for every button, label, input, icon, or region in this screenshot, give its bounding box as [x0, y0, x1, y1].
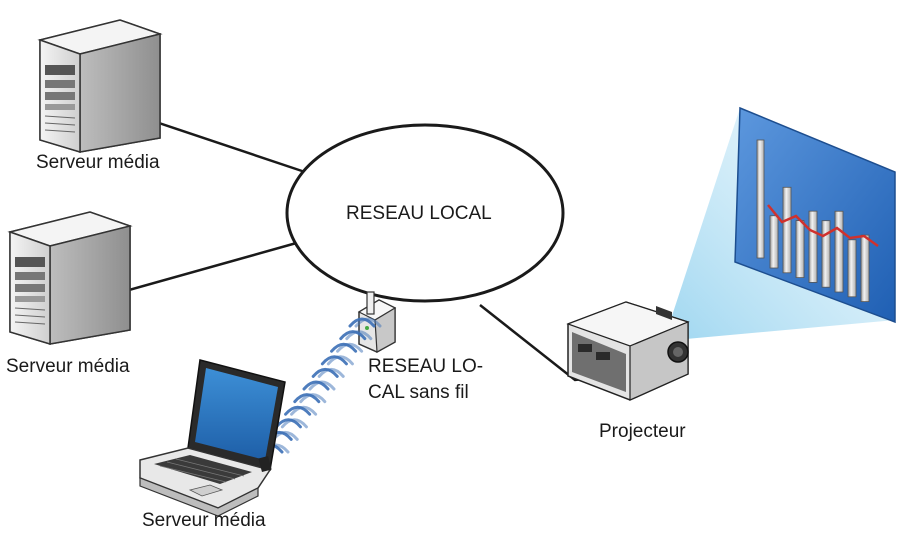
- server-2-icon: [7, 211, 133, 346]
- screen-bar: [808, 210, 818, 283]
- wireless-lan-label-line2: CAL sans fil: [368, 382, 469, 403]
- lan-label: RESEAU LOCAL: [346, 203, 492, 224]
- screen-bar: [834, 210, 844, 293]
- wireless-access-point-icon: [357, 291, 397, 353]
- lan-cloud: [285, 123, 565, 303]
- screen-axis-bar: [756, 139, 765, 259]
- wifi-wave: [308, 380, 336, 391]
- screen-bar: [847, 239, 857, 298]
- wifi-wave: [299, 393, 327, 404]
- screen-bar: [821, 220, 831, 288]
- projector-icon: [566, 301, 690, 401]
- wifi-wave: [280, 418, 308, 429]
- projector-label: Projecteur: [599, 421, 686, 442]
- wifi-wave: [326, 355, 354, 366]
- wifi-wave: [348, 317, 376, 328]
- wifi-wave: [311, 367, 339, 378]
- wifi-wave: [284, 405, 312, 416]
- wireless-lan-label-line1: RESEAU LO-: [368, 356, 484, 377]
- link-server1: [149, 118, 306, 174]
- laptop-icon: [139, 359, 286, 517]
- server-1-label: Serveur média: [36, 152, 160, 173]
- wifi-wave: [293, 393, 321, 404]
- wifi-wave: [320, 355, 348, 366]
- wifi-wave: [345, 330, 373, 341]
- wifi-wave: [302, 380, 330, 391]
- screen-bar: [769, 215, 779, 269]
- link-server2: [121, 240, 301, 294]
- screen-bar: [795, 220, 805, 279]
- projection-screen-icon: [734, 106, 896, 324]
- wifi-wave: [290, 405, 318, 416]
- wifi-wave: [339, 330, 367, 341]
- wifi-wave: [354, 317, 382, 328]
- wifi-wave: [330, 342, 358, 353]
- server-2-label: Serveur média: [6, 356, 130, 377]
- wifi-wave: [336, 342, 364, 353]
- screen-bar: [860, 234, 870, 303]
- screen-bar: [782, 186, 792, 274]
- laptop-label: Serveur média: [142, 510, 266, 531]
- wifi-wave: [317, 367, 345, 378]
- server-1-icon: [37, 19, 163, 154]
